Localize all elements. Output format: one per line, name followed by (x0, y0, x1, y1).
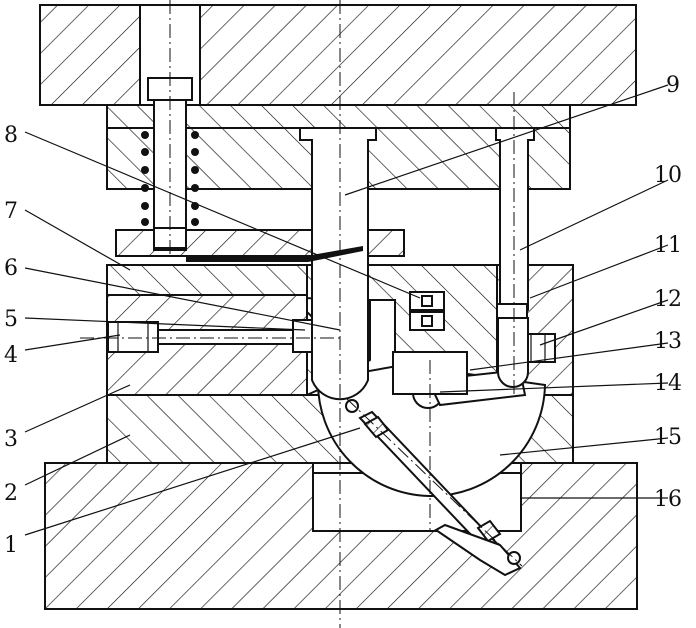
leader-lines (24, 84, 669, 536)
upper-die-shoe (39, 4, 637, 106)
callout-2: 2 (4, 481, 18, 506)
callout-13: 13 (654, 329, 682, 354)
callout-3: 3 (4, 427, 18, 452)
callout-15: 15 (654, 425, 682, 450)
callout-12: 12 (654, 287, 682, 312)
callout-9: 9 (666, 73, 680, 98)
callout-10: 10 (654, 163, 682, 188)
locating-blocks (409, 291, 445, 331)
spring (141, 131, 199, 226)
callout-1: 1 (4, 533, 18, 558)
cam-pin (345, 399, 359, 413)
callout-4: 4 (4, 343, 18, 368)
callout-7: 7 (4, 199, 18, 224)
callout-11: 11 (654, 233, 682, 258)
workpiece-strip (186, 246, 363, 262)
callout-6: 6 (4, 256, 18, 281)
callout-8: 8 (4, 123, 18, 148)
pilot-pin (495, 127, 535, 319)
callout-14: 14 (654, 371, 682, 396)
callout-16: 16 (654, 487, 682, 512)
callout-5: 5 (4, 307, 18, 332)
